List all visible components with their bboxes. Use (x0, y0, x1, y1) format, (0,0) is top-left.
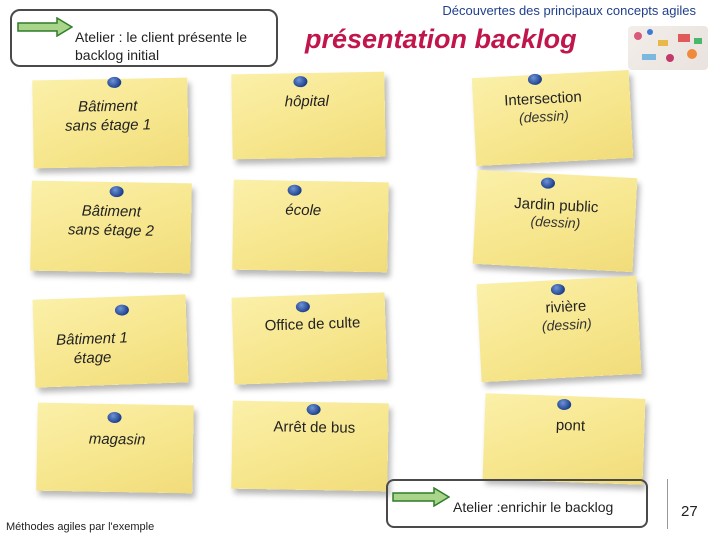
right-arrow-icon (392, 487, 450, 507)
sticky-note: Bâtiment sans étage 1 (32, 76, 189, 169)
sticky-note: Intersection (dessin) (471, 69, 634, 167)
note-label: magasin (88, 430, 146, 449)
pin-icon (293, 76, 308, 88)
sticky-note: magasin (36, 402, 194, 494)
sticky-note: Jardin public (dessin) (472, 169, 638, 273)
pin-icon (107, 76, 122, 89)
note-label: hôpital (284, 92, 329, 111)
pin-icon (295, 300, 311, 313)
atelier-box-top (10, 9, 278, 67)
page-number: 27 (681, 503, 698, 520)
note-label: Bâtiment sans étage 2 (67, 202, 155, 240)
slide-title: présentation backlog (305, 24, 577, 54)
pin-icon (114, 304, 130, 316)
pin-icon (550, 283, 566, 296)
divider (667, 479, 668, 529)
pin-icon (287, 184, 302, 196)
atelier-bottom-text: Atelier :enrichir le backlog (453, 499, 614, 515)
note-label: Office de culte (264, 314, 361, 335)
pin-icon (109, 185, 124, 198)
note-label: Arrêt de bus (273, 418, 356, 437)
sticky-note: Bâtiment 1 étage (32, 294, 189, 388)
note-label: Bâtiment 1 étage (55, 329, 129, 368)
right-arrow-icon (17, 17, 73, 37)
pin-icon (107, 411, 122, 424)
subtitle: Découvertes des principaux concepts agil… (442, 3, 696, 18)
pin-icon (557, 398, 572, 411)
note-label: Bâtiment sans étage 1 (64, 97, 152, 135)
note-label: pont (555, 416, 586, 435)
atelier-box-bottom (386, 479, 648, 528)
sticky-note: Office de culte (231, 292, 388, 385)
sticky-note: rivière (dessin) (476, 275, 642, 383)
pin-icon (540, 177, 556, 189)
atelier-top-text: Atelier : le client présente le backlog … (75, 29, 247, 63)
pin-icon (527, 73, 543, 86)
sticky-note: hôpital (231, 71, 386, 160)
sticky-note: Bâtiment sans étage 2 (30, 180, 192, 274)
workshop-photo (628, 26, 708, 70)
sticky-note: école (232, 179, 389, 273)
note-label: école (285, 201, 322, 220)
footer-text: Méthodes agiles par l'exemple (6, 521, 155, 533)
pin-icon (306, 403, 321, 416)
sticky-note: Arrêt de bus (231, 400, 389, 492)
sticky-note: pont (482, 393, 646, 485)
